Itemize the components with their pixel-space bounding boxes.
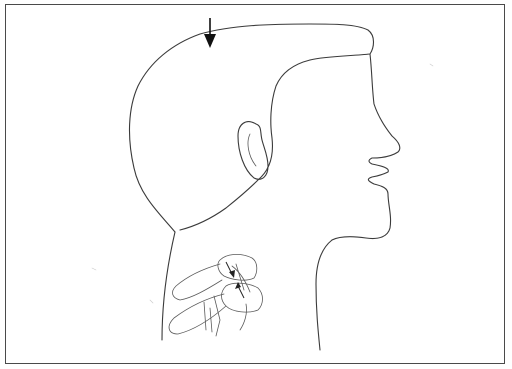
back-of-neck [162,232,175,340]
background-sketch-marks [92,64,433,303]
cervical-spine [169,254,262,336]
head-outline [129,24,373,232]
face-profile [332,54,400,240]
front-of-neck [316,240,332,350]
jaw-line [180,60,310,230]
ear [238,122,268,180]
